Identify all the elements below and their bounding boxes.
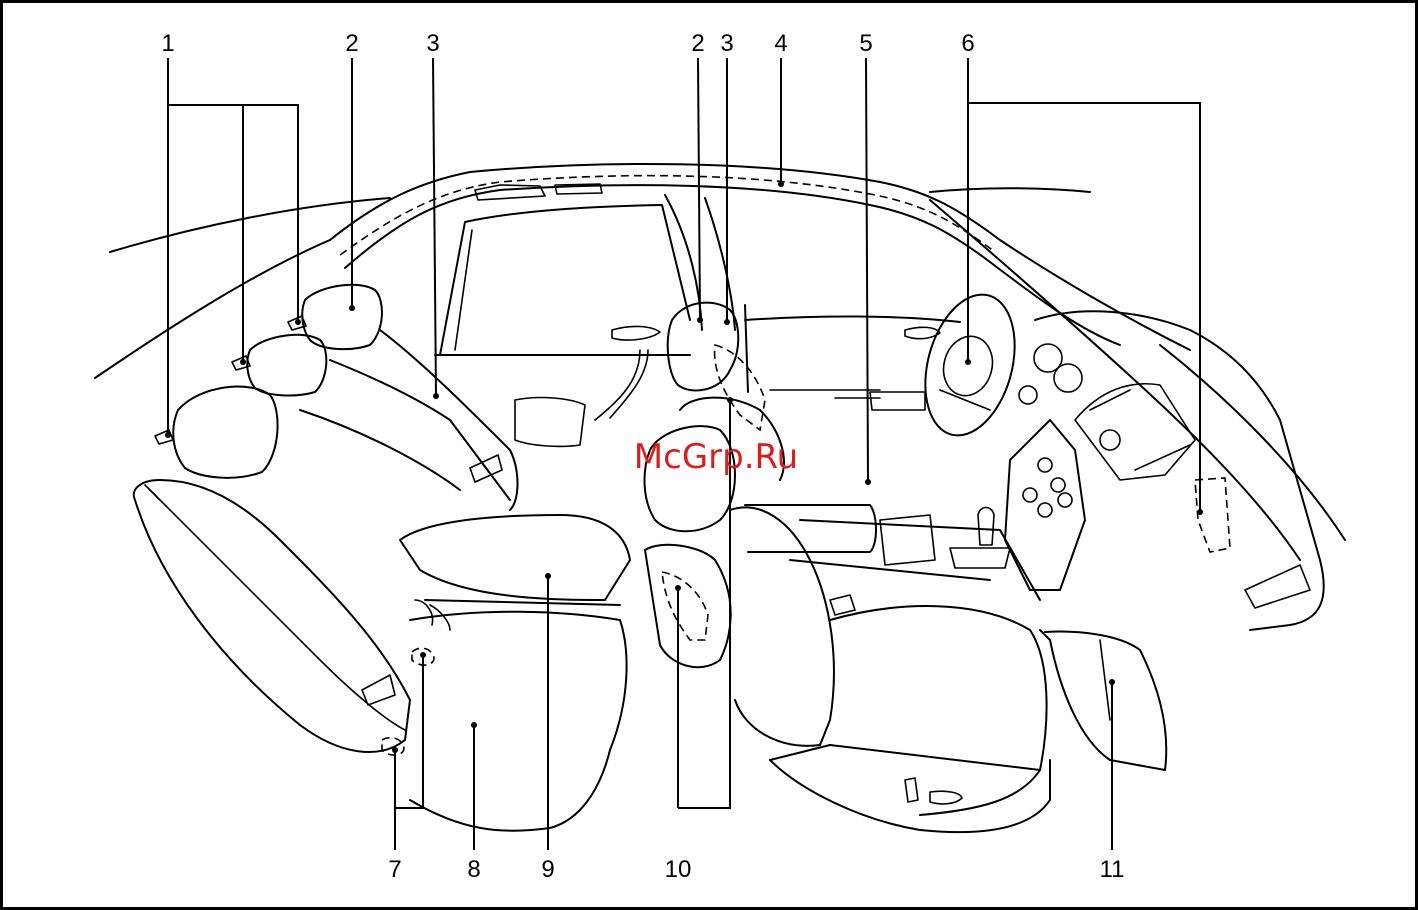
callout-8: 8 [467,856,480,883]
callout-11: 11 [1100,856,1125,883]
watermark: McGrp.Ru [634,437,798,477]
callout-6: 6 [961,30,974,57]
callout-10: 10 [665,856,692,883]
callout-4: 4 [774,30,787,57]
rear-seat [134,285,630,831]
callout-2-right: 2 [691,30,704,57]
callout-5: 5 [859,30,872,57]
callout-3-right: 3 [720,30,733,57]
front-seat [645,303,1167,833]
dashboard-and-steering [790,285,1324,630]
callout-9: 9 [541,856,554,883]
callout-3-left: 3 [426,30,439,57]
callout-2-left: 2 [345,30,358,57]
vehicle-body-outline [95,164,1345,560]
callout-1: 1 [161,30,174,57]
callout-7: 7 [388,856,401,883]
